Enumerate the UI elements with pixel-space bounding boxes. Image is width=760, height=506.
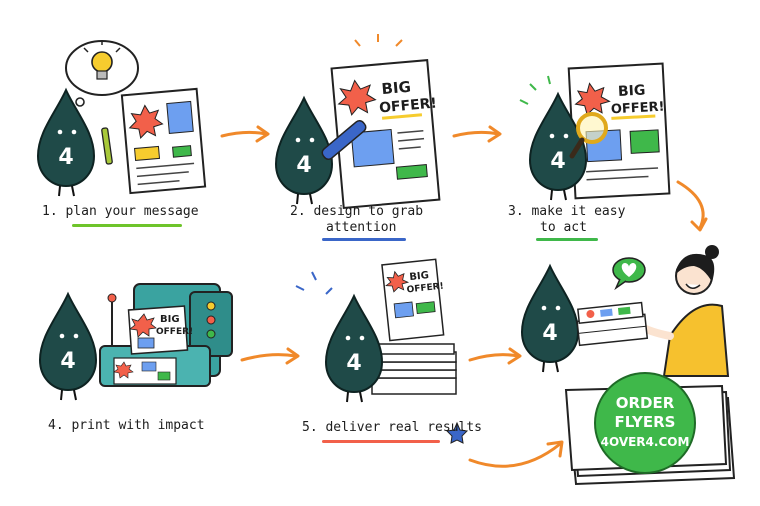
mascot: 4: [37, 89, 95, 197]
svg-text:OFFER!: OFFER!: [379, 95, 438, 116]
svg-text:BIG: BIG: [381, 78, 412, 98]
svg-text:OFFER!: OFFER!: [156, 327, 193, 337]
step-4-label: 4. print with impact: [48, 418, 205, 433]
step-1-label: 1. plan your message: [42, 204, 199, 219]
svg-text:BIG: BIG: [409, 270, 430, 283]
step-4-print: 4 BIG OFFER!: [39, 283, 233, 401]
mascot: 4: [325, 295, 383, 403]
starburst-icon: [337, 79, 377, 116]
handoff-scene: 4: [521, 245, 730, 377]
step-2-underline: [322, 238, 406, 241]
order-flyers-button[interactable]: ORDER FLYERS 4OVER4.COM: [594, 372, 696, 474]
starburst-icon: [574, 82, 611, 116]
step-1-plan: 4: [37, 40, 207, 197]
svg-text:4: 4: [60, 349, 75, 374]
flyer-sketch: [120, 87, 207, 195]
svg-text:BIG: BIG: [618, 83, 646, 100]
step-5-label: 5. deliver real results: [302, 420, 483, 435]
magnifying-glass-icon: [569, 112, 608, 159]
step-1-underline: [72, 224, 182, 227]
big-offer-flyer: BIG OFFER!: [567, 62, 671, 200]
big-offer-flyer: BIG OFFER!: [330, 59, 441, 210]
starburst-icon: [128, 104, 164, 139]
step-3-easy: BIG OFFER! 4: [519, 62, 671, 201]
svg-text:OFFER!: OFFER!: [406, 282, 444, 296]
svg-text:4: 4: [542, 321, 557, 346]
printing-press: BIG OFFER!: [99, 283, 233, 387]
arrow-icon: [240, 353, 298, 362]
arrow-icon: [468, 442, 562, 468]
big-offer-flyer: BIG OFFER!: [381, 258, 445, 342]
arrow-icon: [468, 353, 520, 362]
svg-text:4: 4: [346, 351, 361, 376]
svg-text:4: 4: [550, 149, 565, 174]
attention-rays: [519, 75, 551, 105]
thought-bubble: [65, 40, 139, 116]
lightbulb-icon: [83, 40, 121, 80]
mascot: 4: [529, 93, 587, 201]
svg-text:OFFER!: OFFER!: [611, 100, 665, 118]
marker-icon: [321, 119, 367, 161]
step-3-label-line2: to act: [540, 220, 587, 235]
flyer-stack: [371, 343, 457, 395]
mascot: 4: [275, 97, 333, 205]
mascot: 4: [39, 293, 97, 401]
step-5-underline: [322, 440, 440, 443]
customer: [636, 245, 730, 377]
flyer-stack: [576, 301, 649, 347]
cta-line-1: ORDER: [616, 394, 675, 412]
step-2-design: BIG OFFER! 4: [275, 34, 441, 210]
arrow-icon: [452, 130, 500, 138]
step-2-label-line2: attention: [326, 220, 397, 235]
mascot-mark: 4: [58, 145, 73, 170]
speech-heart-icon: [612, 257, 646, 291]
pencil-icon: [101, 127, 113, 165]
svg-text:4: 4: [296, 153, 311, 178]
arrow-icon: [220, 130, 268, 138]
mascot: 4: [521, 265, 579, 373]
attention-rays: [295, 271, 333, 295]
attention-rays: [354, 34, 403, 47]
cta-line-2: FLYERS: [615, 413, 676, 431]
step-2-label-line1: 2. design to grab: [290, 204, 424, 219]
step-3-label-line1: 3. make it easy: [508, 204, 626, 219]
svg-text:BIG: BIG: [160, 314, 180, 325]
step-3-underline: [536, 238, 598, 241]
cta-line-3: 4OVER4.COM: [601, 435, 690, 449]
arrow-icon: [676, 180, 705, 230]
star-icon: [445, 421, 469, 444]
step-5-deliver: BIG OFFER! 4: [295, 258, 469, 444]
